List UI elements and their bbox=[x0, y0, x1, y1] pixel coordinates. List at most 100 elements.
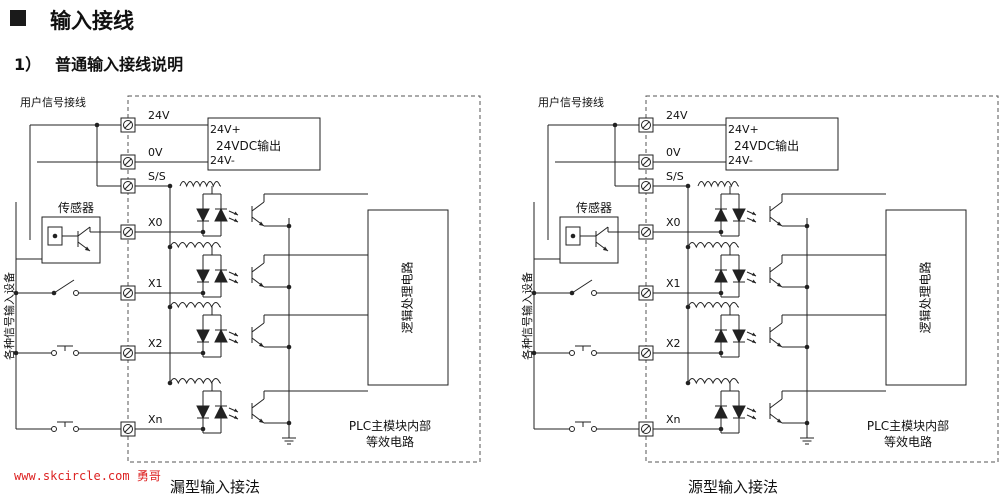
led-diode bbox=[732, 269, 746, 284]
user-wiring-label: 用户信号接线 bbox=[538, 95, 604, 109]
sink-input-diagram: 24V0VS/SX0X1X2Xn24V+24VDC输出24V-逻辑处理电路PLC… bbox=[2, 95, 481, 496]
junction-dot bbox=[718, 426, 724, 432]
phototransistor-collector bbox=[251, 201, 265, 212]
terminal-screw-head bbox=[123, 120, 133, 130]
terminal-label: X0 bbox=[148, 216, 163, 229]
supply-plus-label: 24V+ bbox=[210, 123, 241, 136]
terminal-screw-head bbox=[641, 424, 651, 434]
terminal-label: X2 bbox=[148, 337, 163, 350]
terminal-screw-slot bbox=[124, 121, 132, 129]
junction-dot bbox=[200, 229, 206, 235]
junction-dot bbox=[200, 290, 206, 296]
junction-dot bbox=[167, 304, 173, 310]
logic-box bbox=[367, 209, 449, 386]
led-diode bbox=[714, 404, 728, 419]
terminal-screw-head bbox=[123, 424, 133, 434]
light-arrow-head bbox=[752, 415, 756, 419]
phototransistor-collector bbox=[769, 322, 783, 333]
light-arrow-head bbox=[752, 279, 756, 283]
section-title: 输入接线 bbox=[50, 9, 134, 33]
light-arrow-head bbox=[234, 339, 238, 343]
junction-dot bbox=[13, 290, 19, 296]
light-arrow-head bbox=[234, 279, 238, 283]
logic-box bbox=[885, 209, 967, 386]
plc-boundary bbox=[127, 95, 481, 463]
resistor bbox=[687, 302, 739, 309]
junction-dot bbox=[531, 350, 537, 356]
terminal-screw-head bbox=[641, 120, 651, 130]
plc-boundary bbox=[645, 95, 999, 463]
terminal-screw-head bbox=[123, 181, 133, 191]
junction-dot bbox=[718, 229, 724, 235]
sensor-label: 传感器 bbox=[576, 200, 612, 215]
terminal-screw-slot bbox=[124, 228, 132, 236]
phototransistor-collector bbox=[769, 262, 783, 273]
junction-dot bbox=[13, 350, 19, 356]
contact-terminal bbox=[73, 290, 79, 296]
led-diode bbox=[214, 404, 228, 419]
led-diode bbox=[714, 328, 728, 343]
terminal-screw-head bbox=[641, 181, 651, 191]
phototransistor-collector bbox=[595, 226, 609, 237]
terminal-screw-slot bbox=[642, 425, 650, 433]
light-arrow-head bbox=[234, 415, 238, 419]
phototransistor-arrow bbox=[777, 221, 782, 226]
plc-equivalent-label: 等效电路 bbox=[366, 434, 414, 449]
junction-dot bbox=[531, 290, 537, 296]
terminal-label: 0V bbox=[666, 146, 681, 159]
subsection-number: 1） bbox=[14, 55, 42, 74]
light-arrow-head bbox=[752, 332, 756, 336]
subsection-text: 普通输入接线说明 bbox=[55, 55, 184, 74]
input-devices-label: 各种信号输入设备 bbox=[2, 272, 16, 360]
phototransistor-arrow bbox=[777, 282, 782, 287]
led-diode bbox=[214, 268, 228, 283]
source-input-diagram: 24V0VS/SX0X1X2Xn24V+24VDC输出24V-逻辑处理电路PLC… bbox=[520, 95, 999, 496]
phototransistor-arrow bbox=[259, 342, 264, 347]
contact-terminal bbox=[51, 426, 57, 432]
phototransistor-arrow bbox=[259, 282, 264, 287]
phototransistor-arrow bbox=[85, 246, 90, 251]
terminal-screw-slot bbox=[124, 182, 132, 190]
phototransistor-collector bbox=[769, 398, 783, 409]
diagram-caption: 源型输入接法 bbox=[688, 478, 778, 496]
light-arrow-head bbox=[752, 339, 756, 343]
junction-dot bbox=[167, 380, 173, 386]
plc-internal-label: PLC主模块内部 bbox=[349, 418, 431, 433]
logic-label: 逻辑处理电路 bbox=[400, 261, 415, 333]
contact-terminal bbox=[73, 350, 79, 356]
switch-blade bbox=[571, 279, 593, 294]
terminal-screw-slot bbox=[642, 158, 650, 166]
junction-dot bbox=[718, 290, 724, 296]
supply-box bbox=[207, 117, 321, 171]
subsection-title: 1） 普通输入接线说明 bbox=[14, 51, 183, 75]
phototransistor-collector bbox=[251, 322, 265, 333]
terminal-screw-slot bbox=[642, 121, 650, 129]
terminal-label: X1 bbox=[148, 277, 163, 290]
supply-minus-label: 24V- bbox=[210, 154, 235, 167]
terminal-screw-head bbox=[641, 288, 651, 298]
terminal-screw-slot bbox=[642, 349, 650, 357]
terminal-label: 24V bbox=[148, 109, 170, 122]
led-diode bbox=[196, 208, 210, 223]
supply-name: 24VDC输出 bbox=[734, 138, 799, 153]
logic-label: 逻辑处理电路 bbox=[918, 261, 933, 333]
phototransistor-arrow bbox=[603, 246, 608, 251]
supply-minus-label: 24V- bbox=[728, 154, 753, 167]
section-bullet bbox=[10, 10, 26, 26]
led-diode bbox=[732, 329, 746, 344]
phototransistor-arrow bbox=[777, 342, 782, 347]
resistor bbox=[687, 378, 739, 385]
resistor bbox=[687, 242, 739, 249]
junction-dot bbox=[200, 426, 206, 432]
terminal-label: X0 bbox=[666, 216, 681, 229]
light-arrow-head bbox=[234, 218, 238, 222]
phototransistor-collector bbox=[77, 226, 91, 237]
phototransistor-collector bbox=[769, 201, 783, 212]
junction-dot bbox=[570, 233, 576, 239]
terminal-screw-head bbox=[641, 348, 651, 358]
sensor-box bbox=[41, 216, 101, 264]
resistor bbox=[169, 302, 221, 309]
contact-terminal bbox=[73, 426, 79, 432]
light-arrow-head bbox=[234, 332, 238, 336]
terminal-label: X2 bbox=[666, 337, 681, 350]
